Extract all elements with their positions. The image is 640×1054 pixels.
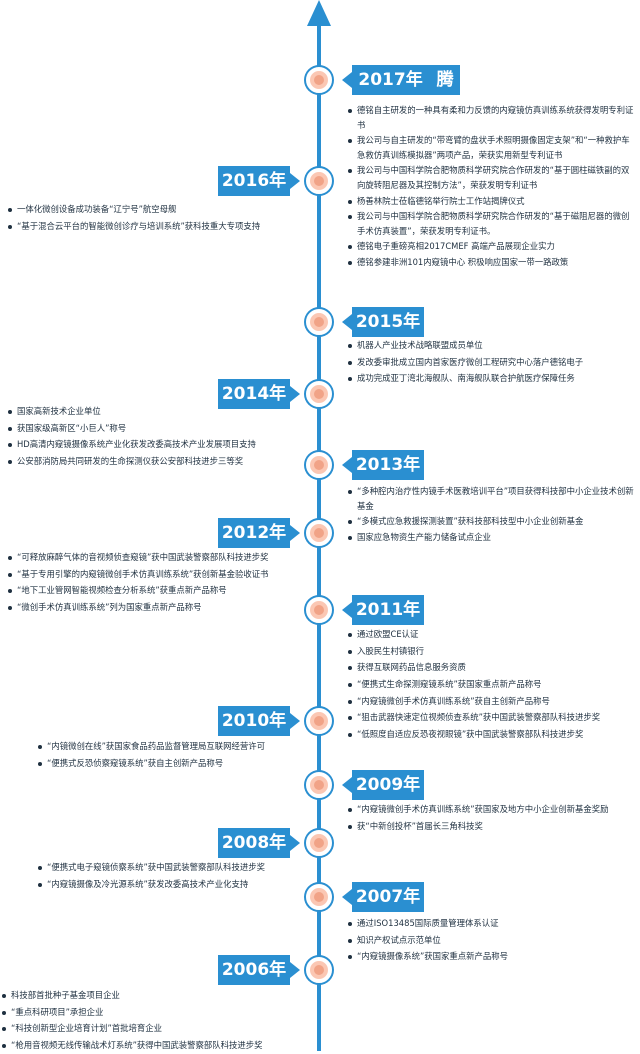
list-item: 获国家级高新区“小巨人”称号 [6,421,298,437]
list-item: 杨善林院士莅临德铭举行院士工作站揭牌仪式 [346,194,634,209]
list-item: 国家应急物资生产能力储备试点企业 [346,530,634,545]
list-item: “内镜微创在线”获国家食品药品监督管理局互联网经营许可 [36,739,328,755]
items-2013: “多种腔内治疗性内镜手术医教培训平台”项目获得科技部中小企业技术创新基金 “多模… [346,484,634,546]
items-2010: “内镜微创在线”获国家食品药品监督管理局互联网经营许可 “便携式反恐侦察窥镜系统… [36,739,328,772]
timeline-node-2012 [306,520,332,546]
items-2006: 科技部首批种子基金项目企业 “重点科研项目”承担企业 “科技创新型企业培育计划”… [0,988,292,1054]
year-text: 2011年 [355,600,421,620]
timeline-node-2010 [306,708,332,734]
list-item: “重点科研项目”承担企业 [0,1005,292,1021]
list-item: 我公司与中国科学院合肥物质科学研究院合作研发的“基于圆柱磁铁副的双向旋转阻尼器及… [346,163,634,192]
list-item: 一体化微创设备成功装备“辽宁号”航空母舰 [6,202,298,218]
year-label-2007: 2007年 [342,882,424,912]
timeline-node-2009 [306,772,332,798]
list-item: 国家高新技术企业单位 [6,404,298,420]
timeline-node-2008 [306,830,332,856]
timeline-node-2006 [306,957,332,983]
timeline-node-2015 [306,309,332,335]
list-item: “微创手术仿真训练系统”列为国家重点新产品称号 [6,600,298,616]
year-label-2013: 2013年 [342,450,424,480]
list-item: “狙击武器快速定位视频侦查系统”获中国武装警察部队科技进步奖 [346,710,634,726]
list-item: “便携式反恐侦察窥镜系统”获自主创新产品称号 [36,756,328,772]
list-item: 通过欧盟CE认证 [346,627,634,643]
list-item: “低照度自适应反恐夜视眼镜”获中国武装警察部队科技进步奖 [346,727,634,743]
year-label-2014: 2014年 [218,379,300,409]
year-label-2009: 2009年 [342,770,424,800]
year-label-2016: 2016年 [218,166,300,196]
list-item: 德铭电子重磅亮相2017CMEF 高端产品展现企业实力 [346,239,634,254]
year-text: 2007年 [355,887,421,907]
list-item: “内窥镜摄像系统”获国家重点新产品称号 [346,949,634,965]
year-text: 2013年 [355,455,421,475]
list-item: “内窥镜微创手术仿真训练系统”获国家及地方中小企业创新基金奖励 [346,802,634,818]
year-text: 2006年 [221,960,287,980]
timeline-node-2013 [306,452,332,478]
year-label-2015: 2015年 [342,307,424,337]
year-text: 2016年 [221,171,287,191]
list-item: HD高清内窥镜摄像系统产业化获发改委高技术产业发展项目支持 [6,437,298,453]
list-item: 获“中新创投杯”首届长三角科技奖 [346,819,634,835]
list-item: 成功完成亚丁湾北海舰队、南海舰队联合护航医疗保障任务 [346,371,634,387]
list-item: 德铭参建非洲101内窥镜中心 积极响应国家一带一路政策 [346,255,634,270]
list-item: “可释放麻醉气体的音视频侦查窥镜”获中国武装警察部队科技进步奖 [6,550,298,566]
year-label-2006: 2006年 [218,955,300,985]
timeline-node-2016 [306,168,332,194]
list-item: 我公司与自主研发的“带弯臂的盘状手术照明摄像固定支架”和“一种救护车急救仿真训练… [346,133,634,162]
year-label-2011: 2011年 [342,595,424,625]
arrow-up-icon [307,0,331,26]
list-item: “科技创新型企业培育计划”首批培育企业 [0,1021,292,1037]
year-text: 2010年 [221,711,287,731]
items-2016: 一体化微创设备成功装备“辽宁号”航空母舰 “基于混合云平台的智能微创诊疗与培训系… [6,202,298,235]
items-2014: 国家高新技术企业单位 获国家级高新区“小巨人”称号 HD高清内窥镜摄像系统产业化… [6,404,298,470]
year-text: 2017年 [358,70,423,90]
list-item: “基于专用引擎的内窥镜微创手术仿真训练系统”获创新基金验收证书 [6,567,298,583]
items-2012: “可释放麻醉气体的音视频侦查窥镜”获中国武装警察部队科技进步奖 “基于专用引擎的… [6,550,298,616]
year-label-2008: 2008年 [218,828,300,858]
list-item: 发改委审批成立国内首家医疗微创工程研究中心落户德铭电子 [346,355,634,371]
year-title: 腾飞 [397,70,454,120]
items-2009: “内窥镜微创手术仿真训练系统”获国家及地方中小企业创新基金奖励 获“中新创投杯”… [346,802,634,835]
list-item: 获得互联网药品信息服务资质 [346,660,634,676]
list-item: 入股民生村镇银行 [346,644,634,660]
list-item: 公安部消防局共同研发的生命探测仪获公安部科技进步三等奖 [6,454,298,470]
list-item: 机器人产业技术战略联盟成员单位 [346,338,634,354]
items-2015: 机器人产业技术战略联盟成员单位 发改委审批成立国内首家医疗微创工程研究中心落户德… [346,338,634,388]
list-item: “多模式应急救援探测装置”获科技部科技型中小企业创新基金 [346,514,634,529]
year-text: 2015年 [355,312,421,332]
items-2017: 德铭自主研发的一种具有柔和力反馈的内窥镜仿真训练系统获得发明专利证书 我公司与自… [346,103,634,271]
year-label-2012: 2012年 [218,518,300,548]
list-item: “便携式电子窥镜侦察系统”获中国武装警察部队科技进步奖 [36,860,328,876]
list-item: “便携式生命探测窥镜系统”获国家重点新产品称号 [346,677,634,693]
list-item: 通过ISO13485国际质量管理体系认证 [346,916,634,932]
timeline-node-2014 [306,381,332,407]
list-item: “地下工业管网智能视频检查分析系统”获重点新产品称号 [6,583,298,599]
year-text: 2008年 [221,833,287,853]
list-item: 德铭自主研发的一种具有柔和力反馈的内窥镜仿真训练系统获得发明专利证书 [346,103,634,132]
list-item: “内窥镜摄像及冷光源系统”获发改委高技术产业化支持 [36,877,328,893]
items-2008: “便携式电子窥镜侦察系统”获中国武装警察部队科技进步奖 “内窥镜摄像及冷光源系统… [36,860,328,893]
list-item: “多种腔内治疗性内镜手术医教培训平台”项目获得科技部中小企业技术创新基金 [346,484,634,513]
year-text: 2014年 [221,384,287,404]
list-item: 我公司与中国科学院合肥物质科学研究院合作研发的“基于磁阻尼器的微创手术仿真装置”… [346,209,634,238]
list-item: “内窥镜微创手术仿真训练系统”获自主创新产品称号 [346,694,634,710]
items-2007: 通过ISO13485国际质量管理体系认证 知识产权试点示范单位 “内窥镜摄像系统… [346,916,634,966]
timeline-node-2011 [306,597,332,623]
list-item: 科技部首批种子基金项目企业 [0,988,292,1004]
timeline-node-2007 [306,884,332,910]
year-text: 2012年 [221,523,287,543]
timeline-node-2017 [306,67,332,93]
list-item: “基于混合云平台的智能微创诊疗与培训系统”获科技重大专项支持 [6,219,298,235]
list-item: “枪用音视频无线传输战术灯系统”获得中国武装警察部队科技进步奖 [0,1038,292,1054]
year-text: 2009年 [355,775,421,795]
list-item: 知识产权试点示范单位 [346,933,634,949]
year-label-2010: 2010年 [218,706,300,736]
year-label-2017: 2017年 腾飞 [342,65,460,120]
items-2011: 通过欧盟CE认证 入股民生村镇银行 获得互联网药品信息服务资质 “便携式生命探测… [346,627,634,744]
